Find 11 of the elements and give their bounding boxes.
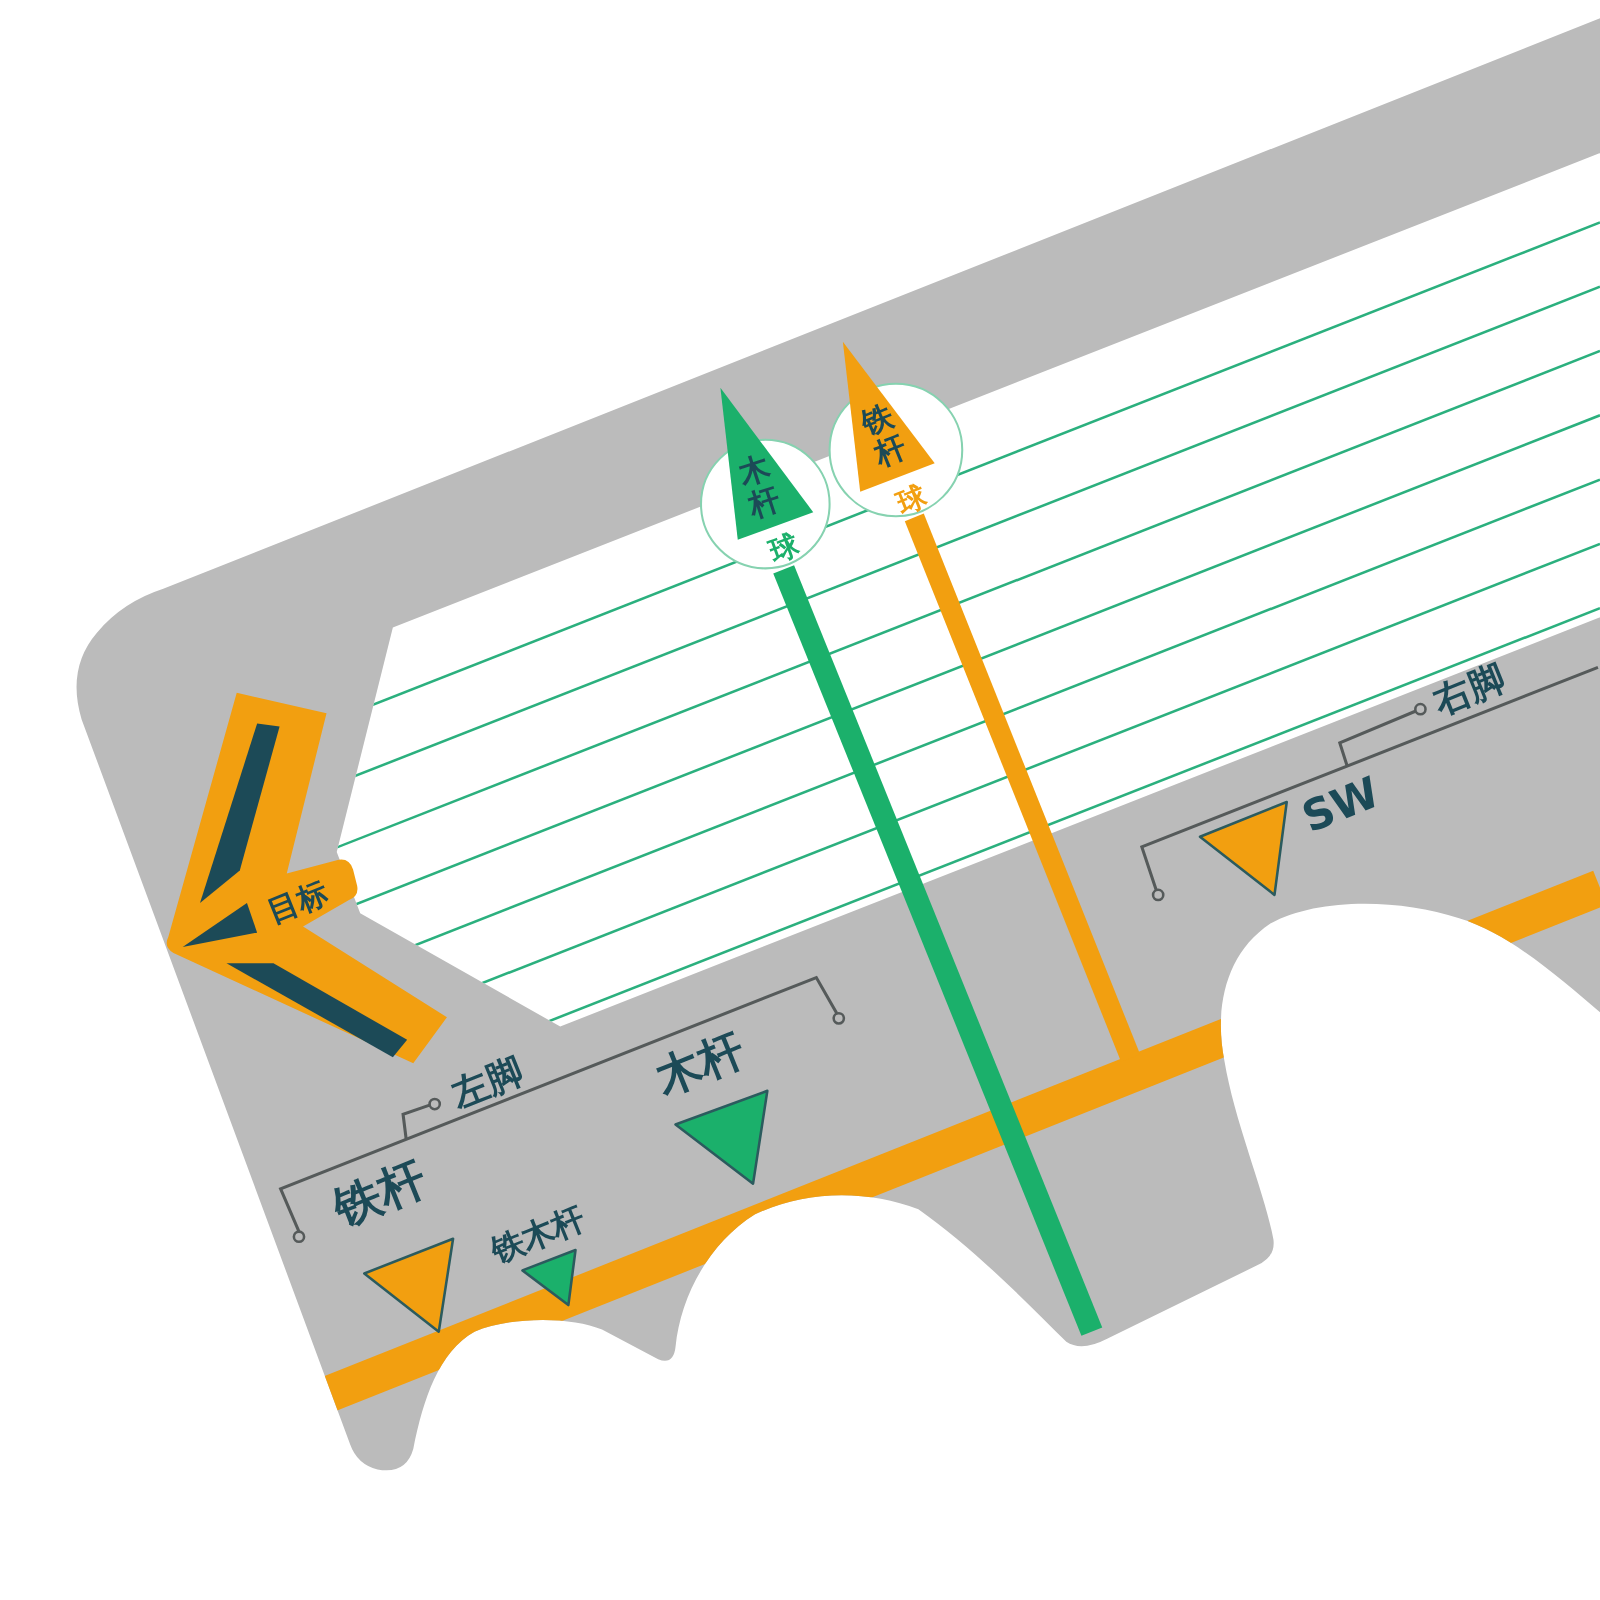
foot-label: 右脚 [1428,659,1511,721]
club-label: 铁杆 [327,1153,432,1233]
club-label: 铁木杆 [486,1201,590,1269]
club-label: SW [1296,770,1386,840]
ball-label: 球 [893,481,931,519]
ball-label: 球 [766,530,803,568]
target-label: 目标 [263,876,333,928]
club-label: 木杆 [733,448,786,523]
club-label: 木杆 [649,1026,751,1102]
foot-label: 左脚 [446,1051,529,1114]
club-label: 铁杆 [855,397,912,473]
